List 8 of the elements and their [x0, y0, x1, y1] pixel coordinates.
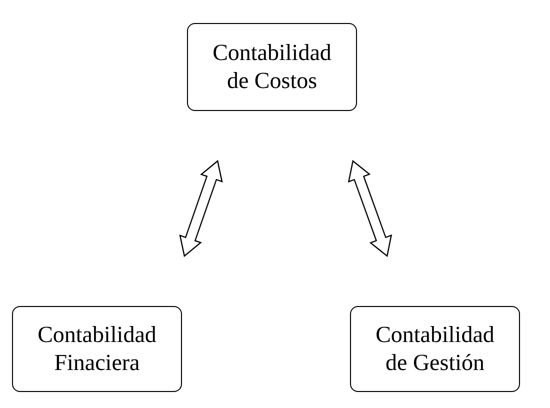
- text-box: [350, 306, 520, 392]
- double-arrow: [348, 160, 392, 258]
- box-label: Contabilidad Finaciera: [36, 321, 158, 377]
- box-label: Contabilidad de Costos: [212, 39, 332, 95]
- double-arrow: [179, 160, 223, 258]
- text-box: [187, 23, 357, 111]
- text-box: [12, 306, 182, 392]
- box-label: Contabilidad de Gestión: [374, 321, 496, 377]
